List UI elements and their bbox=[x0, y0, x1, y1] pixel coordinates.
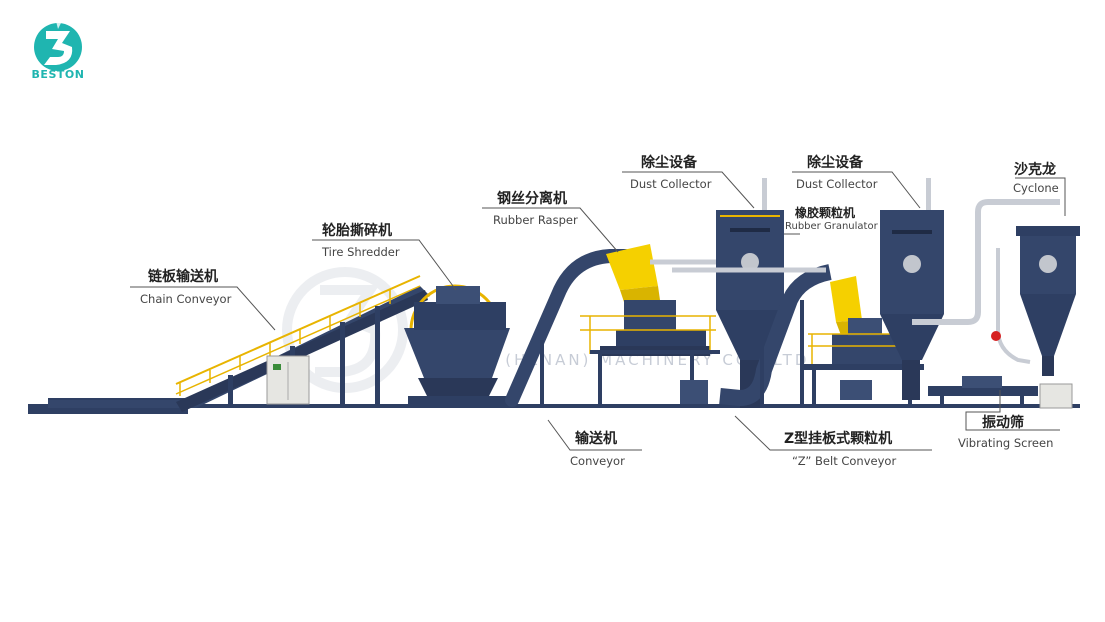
tire-shredder-machine bbox=[404, 284, 514, 408]
vibrating-screen-machine bbox=[928, 376, 1073, 409]
vibrating-screen-label-en: Vibrating Screen bbox=[958, 436, 1054, 450]
beston-logo bbox=[34, 21, 82, 71]
tire-shredder-label-cn: 轮胎撕碎机 bbox=[322, 223, 392, 239]
z-belt-conveyor-label-cn: Z型挂板式颗粒机 bbox=[784, 431, 893, 447]
rubber-granulator-label-cn: 橡胶颗粒机 bbox=[795, 206, 856, 220]
rubber-rasper-machine bbox=[580, 244, 760, 408]
cyclone-label-cn: 沙克龙 bbox=[1014, 162, 1056, 178]
chain-conveyor-label-cn: 链板输送机 bbox=[148, 269, 218, 285]
dust-collector-1-label-en: Dust Collector bbox=[630, 177, 712, 191]
chain-conveyor-machine bbox=[48, 275, 430, 412]
vibrating-screen-label-cn: 振动筛 bbox=[982, 415, 1024, 431]
z-belt-conveyor-label-en: “Z” Belt Conveyor bbox=[792, 454, 897, 468]
label-leader-lines bbox=[130, 171, 1066, 451]
chain-conveyor-label-en: Chain Conveyor bbox=[140, 292, 232, 306]
conveyor-machine bbox=[505, 249, 632, 407]
rubber-rasper-label-en: Rubber Rasper bbox=[493, 213, 578, 227]
rubber-granulator-label-en: Rubber Granulator bbox=[785, 221, 878, 232]
dust-collector-1-label-cn: 除尘设备 bbox=[641, 155, 697, 171]
rubber-rasper-label-cn: 钢丝分离机 bbox=[497, 191, 567, 207]
cyclone-label-en: Cyclone bbox=[1013, 181, 1059, 195]
conveyor-label-cn: 输送机 bbox=[575, 431, 617, 447]
brand-name: BESTON bbox=[31, 68, 85, 81]
conveyor-label-en: Conveyor bbox=[570, 454, 625, 468]
tire-shredder-label-en: Tire Shredder bbox=[322, 245, 400, 259]
cyclone-machine bbox=[912, 199, 1080, 376]
dust-collector-2 bbox=[880, 178, 944, 400]
dust-collector-2-label-en: Dust Collector bbox=[796, 177, 878, 191]
dust-collector-2-label-cn: 除尘设备 bbox=[807, 155, 863, 171]
dust-collector-1 bbox=[716, 178, 784, 408]
